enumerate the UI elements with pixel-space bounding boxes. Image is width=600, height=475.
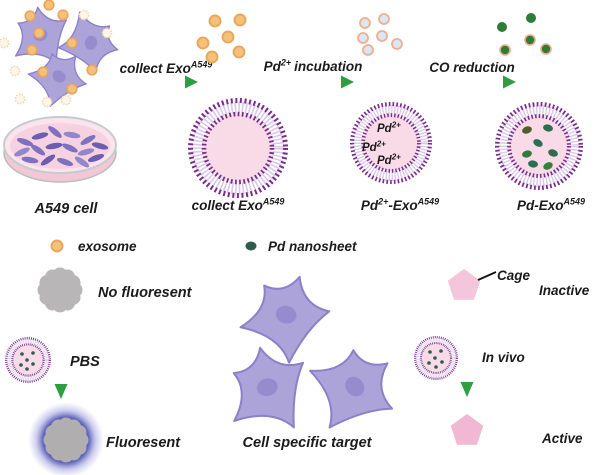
green-arrow-head-icon bbox=[54, 384, 68, 399]
arrow-pd-incubation: Pd2+incubation bbox=[260, 58, 362, 89]
exosome-dot bbox=[86, 64, 98, 76]
cage-pentagon-active bbox=[450, 414, 484, 445]
exosome-dot bbox=[57, 9, 69, 21]
green-arrow-head-icon bbox=[460, 382, 474, 397]
pd-ion-label: Pd2+ bbox=[377, 153, 401, 168]
exosome-dot-pale bbox=[78, 9, 90, 21]
arrow-pbs bbox=[54, 323, 68, 399]
green-arrow-head-icon bbox=[341, 75, 354, 89]
pd-incubation-arrow-label: Pd2+incubation bbox=[264, 58, 363, 75]
pd-dots-in-small-vesicle bbox=[427, 349, 444, 369]
pbs-label: PBS bbox=[70, 354, 100, 370]
collected-exosome-cluster bbox=[196, 13, 247, 64]
pd-nanosheet-legend-label: Pd nanosheet bbox=[268, 239, 357, 254]
cell-target-label: Cell specific target bbox=[243, 435, 373, 451]
target-cell bbox=[216, 337, 320, 443]
active-label: Active bbox=[541, 431, 583, 446]
inactive-label: Inactive bbox=[539, 283, 590, 298]
co-reduction-arrow-label: CO reduction bbox=[429, 60, 515, 75]
exosome-legend-icon bbox=[50, 239, 64, 253]
legend: exosome Pd nanosheet bbox=[50, 239, 357, 254]
pd-nanosheets-in-vesicle bbox=[522, 124, 558, 170]
pd-ion-label: Pd2+ bbox=[362, 140, 386, 155]
cage-pentagon-inactive bbox=[447, 269, 481, 300]
cage-label: Cage bbox=[497, 268, 531, 283]
vesicle2-label: Pd2+-ExoA549 bbox=[361, 197, 439, 214]
pd-nanosheet-cluster bbox=[497, 13, 552, 56]
exosome-legend-label: exosome bbox=[78, 239, 137, 254]
exosome-dot-pale bbox=[14, 93, 26, 105]
probe-no-fluorescent bbox=[37, 267, 83, 313]
exosome-dot-pale bbox=[41, 96, 53, 108]
exosome-dot bbox=[43, 0, 55, 11]
collect-exo-arrow-label: collect ExoA549 bbox=[120, 60, 213, 77]
exosome-dot bbox=[24, 10, 36, 22]
in-vivo-label: In vivo bbox=[482, 350, 525, 365]
exosome-dot bbox=[66, 37, 78, 49]
green-arrow-head-icon bbox=[185, 75, 198, 89]
exosome-dot-pale bbox=[101, 27, 113, 39]
exosome-dot-pale bbox=[9, 65, 21, 77]
exosome-dot bbox=[37, 66, 49, 78]
exosome-dot bbox=[26, 44, 38, 56]
pd-ion-label: Pd2+ bbox=[377, 121, 401, 136]
exosome-dot bbox=[66, 83, 78, 95]
pd-ion-labels: Pd2+ Pd2+ Pd2+ bbox=[362, 121, 401, 168]
vesicle1-label: collect ExoA549 bbox=[192, 197, 285, 214]
cage-pointer-line bbox=[477, 271, 497, 281]
vesicle3-label: Pd-ExoA549 bbox=[517, 197, 585, 214]
exosome-vesicle-collected bbox=[191, 101, 286, 196]
target-cell bbox=[292, 328, 413, 449]
fluorescent-label: Fluoresent bbox=[106, 435, 181, 451]
green-arrow-head-icon bbox=[503, 75, 516, 89]
arrow-collect-exo: collect ExoA549 bbox=[120, 60, 213, 89]
pd-dots-in-small-vesicle bbox=[19, 351, 35, 371]
target-cell-cluster bbox=[216, 264, 413, 449]
petri-dish bbox=[3, 116, 117, 183]
exosome-dot-pale bbox=[0, 37, 10, 49]
a549-cell-label: A549 cell bbox=[34, 201, 99, 217]
no-fluorescent-label: No fluoresent bbox=[98, 285, 193, 301]
pd-ion-cluster bbox=[357, 13, 403, 56]
arrow-in-vivo bbox=[460, 322, 474, 397]
exosome-dot bbox=[33, 27, 45, 39]
arrow-co-reduction: CO reduction bbox=[429, 60, 516, 89]
exosome-dot-pale bbox=[60, 94, 72, 106]
target-cell bbox=[233, 264, 337, 371]
pd-nanosheet-legend-icon bbox=[245, 241, 257, 251]
a549-cell-cluster bbox=[0, 0, 124, 117]
